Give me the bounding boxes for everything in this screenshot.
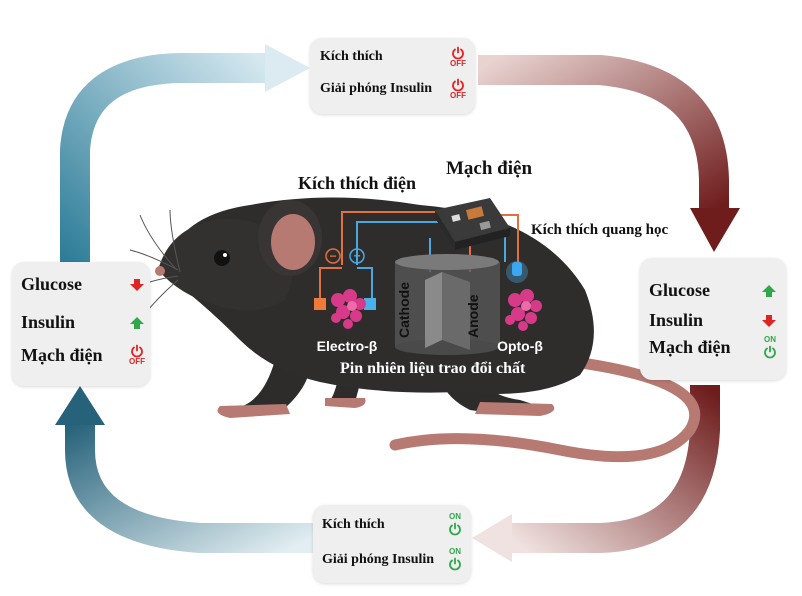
power-on-icon: ON <box>763 336 777 359</box>
right-circuit-text: Mạch điện <box>649 337 731 357</box>
led <box>512 262 522 276</box>
mouse-back-foot <box>475 402 555 416</box>
top-insulin-text: Giải phóng Insulin <box>320 81 433 96</box>
arrow-top-right-head <box>690 208 740 252</box>
arrow-up-icon <box>762 284 776 297</box>
arrow-top-left-head <box>265 44 310 92</box>
power-off-icon: OFF <box>450 78 466 100</box>
bottom-insulin-state: ON <box>449 547 461 556</box>
mouse-front-foot <box>217 404 290 418</box>
power-on-icon: ON <box>448 513 462 536</box>
left-circuit-text: Mạch điện <box>21 344 103 365</box>
power-off-icon: OFF <box>450 46 466 68</box>
arrow-bottom-left <box>65 420 315 553</box>
arrow-bottom-right-head <box>472 514 512 562</box>
minus-sign: − <box>329 249 336 263</box>
left-insulin-row: Insulin <box>21 312 145 333</box>
bottom-stimulation-state: ON <box>449 512 461 521</box>
right-circuit-state: ON <box>764 335 776 344</box>
left-circuit-row: Mạch điện OFF <box>21 344 145 366</box>
right-circuit-row: Mạch điện ON <box>649 336 777 359</box>
bottom-stimulation-row: Kích thích ON <box>322 513 462 536</box>
top-stimulation-state: OFF <box>450 59 466 68</box>
plus-marker <box>349 248 365 264</box>
opto-beta-cells <box>505 289 542 331</box>
mouse-front-foot-2 <box>325 398 366 408</box>
electrode-negative <box>314 298 326 310</box>
arrow-bottom-left-head <box>55 386 105 425</box>
arrow-top-left <box>60 53 268 265</box>
bottom-stimulation-text: Kích thích <box>322 516 385 532</box>
mouse-tail <box>389 354 701 463</box>
opto-beta-label: Opto-β <box>497 338 543 354</box>
anode-label: Anode <box>465 294 481 338</box>
arrow-bottom-right <box>510 385 720 553</box>
top-insulin-row: Giải phóng Insulin OFF <box>320 78 466 100</box>
mouse-eye <box>214 250 230 266</box>
arrow-up-icon <box>130 316 144 329</box>
right-insulin-row: Insulin <box>649 310 777 331</box>
left-glucose-row: Glucose <box>21 274 145 295</box>
electrode-positive <box>364 298 376 310</box>
top-stimulation-text: Kích thích <box>320 49 383 64</box>
right-insulin-text: Insulin <box>649 310 704 330</box>
cathode-label: Cathode <box>396 282 412 338</box>
fuel-cell-label: Pin nhiên liệu trao đổi chất <box>340 360 526 377</box>
bottom-insulin-text: Giải phóng Insulin <box>322 551 435 567</box>
mouse-front-leg <box>225 360 310 416</box>
top-state-box: Kích thích OFF Giải phóng Insulin OFF <box>310 38 475 114</box>
fuel-cell <box>395 254 500 355</box>
mouse-nose <box>155 266 165 276</box>
right-glucose-row: Glucose <box>649 280 777 301</box>
right-glucose-text: Glucose <box>649 280 710 300</box>
electro-beta-label: Electro-β <box>317 338 378 354</box>
left-glucose-text: Glucose <box>21 274 82 294</box>
minus-marker <box>325 248 341 264</box>
optical-stimulation-label: Kích thích quang học <box>531 222 669 238</box>
plus-sign: + <box>353 249 360 263</box>
top-stimulation-row: Kích thích OFF <box>320 46 466 68</box>
circuit-label: Mạch điện <box>446 158 533 179</box>
left-state-box: Glucose Insulin Mạch điện OFF <box>12 262 150 386</box>
arrow-down-icon <box>762 314 776 327</box>
left-insulin-text: Insulin <box>21 312 76 332</box>
electro-beta-cells <box>331 289 366 329</box>
arrow-down-icon <box>130 278 144 291</box>
mouse-ear-inner <box>271 214 315 270</box>
bottom-insulin-row: Giải phóng Insulin ON <box>322 548 462 571</box>
arrow-top-right <box>478 55 729 212</box>
power-on-icon: ON <box>448 548 462 571</box>
electric-stimulation-label: Kích thích điện <box>298 173 417 193</box>
circuit-board <box>435 198 510 250</box>
top-insulin-state: OFF <box>450 91 466 100</box>
bottom-state-box: Kích thích ON Giải phóng Insulin ON <box>313 505 471 583</box>
right-state-box: Glucose Insulin Mạch điện ON <box>640 258 786 380</box>
mouse-eye-glint <box>223 253 227 257</box>
left-circuit-state: OFF <box>129 357 145 366</box>
power-off-icon: OFF <box>129 344 145 366</box>
